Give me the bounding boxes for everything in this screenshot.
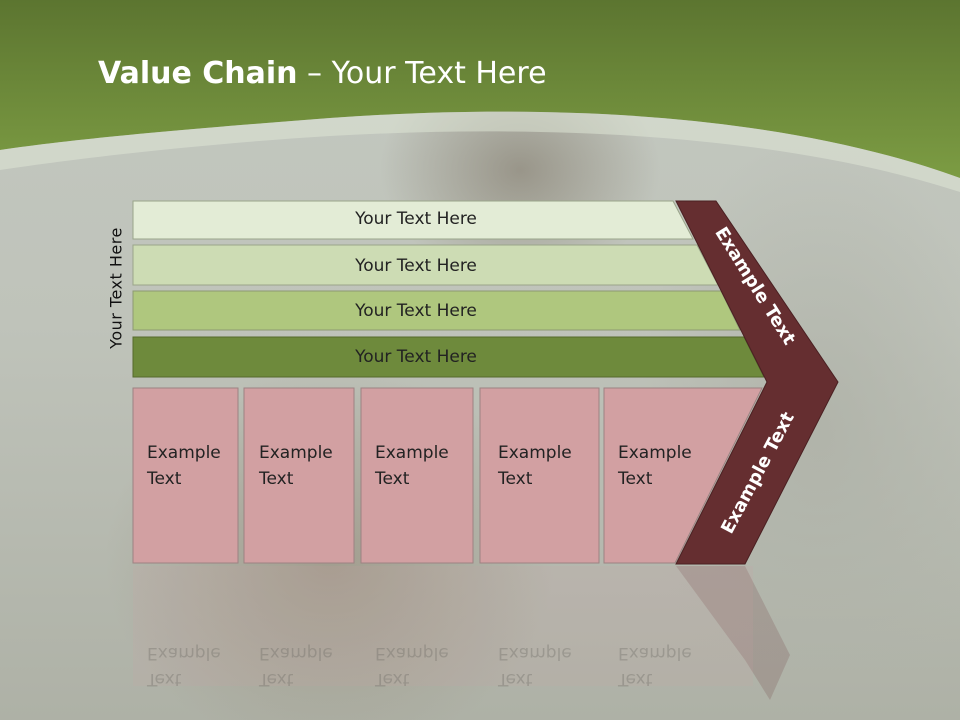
box-line-2: Text xyxy=(498,469,533,489)
box-shape-2 xyxy=(243,387,355,564)
chevron-reflection xyxy=(676,566,790,700)
box-label-1: Example Text xyxy=(147,440,221,492)
box-line-2: Text xyxy=(618,469,653,489)
box-shape-4 xyxy=(479,387,600,564)
box-line-1: Example xyxy=(498,443,572,463)
box-label-2: Example Text xyxy=(259,440,333,492)
title-rest: – Your Text Here xyxy=(297,56,547,91)
box-shape-3 xyxy=(360,387,474,564)
box-line-1: Example xyxy=(618,443,692,463)
box-line-1: Example xyxy=(375,443,449,463)
header-band xyxy=(0,0,960,192)
box-shape-1 xyxy=(132,387,239,564)
box-line-1: Example xyxy=(259,443,333,463)
slide-title: Value Chain – Your Text Here xyxy=(98,54,547,94)
bar-shape-1 xyxy=(132,200,694,240)
box-shape-5 xyxy=(603,387,763,564)
box-label-4: Example Text xyxy=(498,440,572,492)
bar-shape-3 xyxy=(132,290,741,331)
bar-label-3: Your Text Here xyxy=(355,301,477,321)
bar-label-1: Your Text Here xyxy=(355,209,477,229)
box-line-1: Example xyxy=(147,443,221,463)
chevron-shape xyxy=(675,200,839,565)
box-line-2: Text xyxy=(375,469,410,489)
bar-label-4: Your Text Here xyxy=(355,347,477,367)
box-label-3: Example Text xyxy=(375,440,449,492)
bar-label-2: Your Text Here xyxy=(355,256,477,276)
box-reflection xyxy=(133,566,753,686)
box-line-2: Text xyxy=(259,469,294,489)
title-bold: Value Chain xyxy=(98,56,298,91)
box-label-5: Example Text xyxy=(618,440,692,492)
box-line-2: Text xyxy=(147,469,182,489)
